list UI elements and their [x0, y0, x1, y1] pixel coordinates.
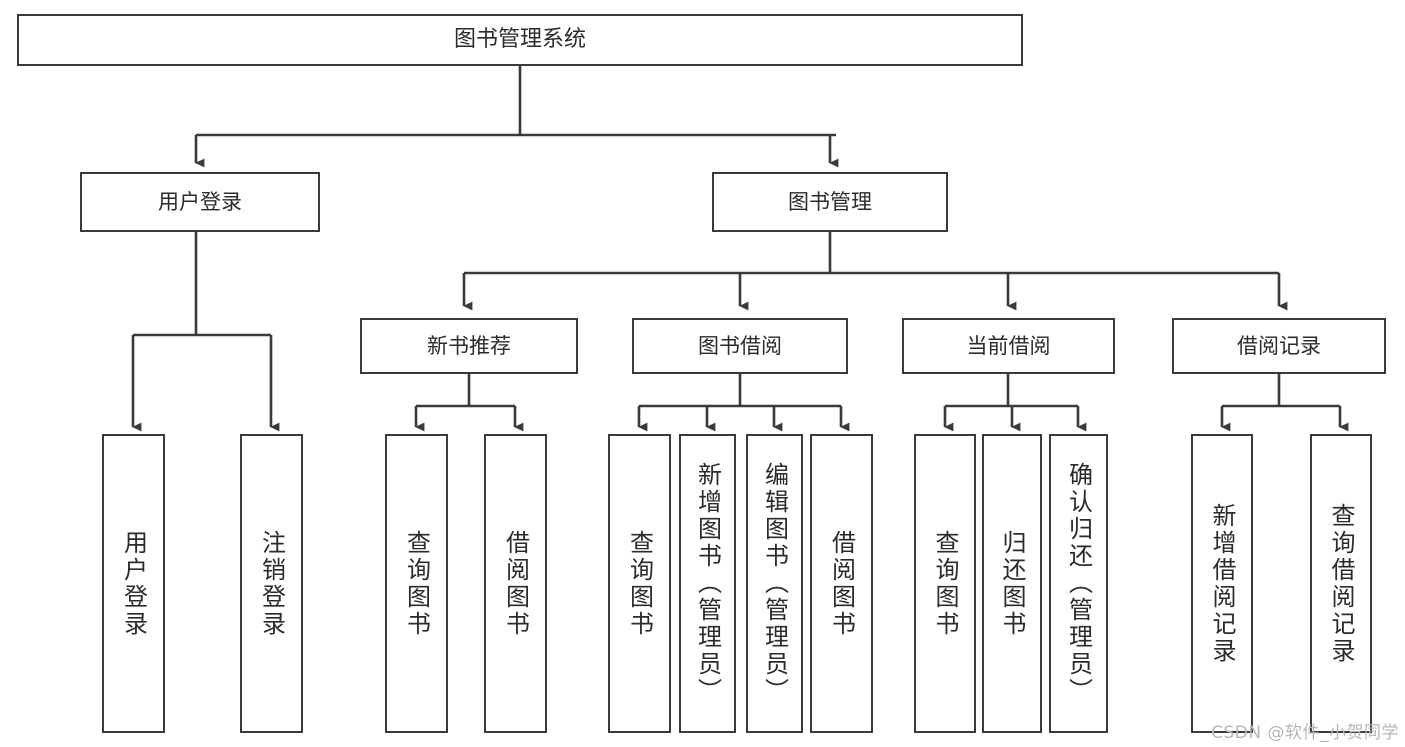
node-borrow-record[interactable]: 借阅记录	[1172, 318, 1386, 374]
node-book-borrow-label: 图书借阅	[698, 333, 782, 358]
leaf-book-borrow-edit-admin-label: 编辑图书（管理员）	[760, 462, 789, 705]
leaf-book-borrow-borrow[interactable]: 借阅图书	[810, 434, 873, 733]
leaf-current-borrow-confirm-admin-label: 确认归还（管理员）	[1064, 462, 1093, 705]
leaf-book-borrow-query[interactable]: 查询图书	[608, 434, 671, 733]
leaf-new-book-query-label: 查询图书	[402, 529, 431, 638]
leaf-borrow-record-query-label: 查询借阅记录	[1327, 502, 1355, 665]
leaf-current-borrow-query-label: 查询图书	[931, 529, 959, 638]
leaf-current-borrow-confirm-admin[interactable]: 确认归还（管理员）	[1049, 434, 1108, 733]
node-book-management[interactable]: 图书管理	[712, 172, 948, 232]
node-user-login-label: 用户登录	[158, 189, 242, 214]
leaf-user-login-logout-label: 注销登录	[257, 529, 286, 638]
leaf-user-login-logout[interactable]: 注销登录	[240, 434, 303, 733]
leaf-borrow-record-add[interactable]: 新增借阅记录	[1191, 434, 1253, 733]
node-current-borrow[interactable]: 当前借阅	[902, 318, 1115, 374]
leaf-new-book-borrow[interactable]: 借阅图书	[484, 434, 547, 733]
node-current-borrow-label: 当前借阅	[966, 333, 1051, 358]
leaf-borrow-record-add-label: 新增借阅记录	[1208, 502, 1236, 665]
leaf-user-login-login[interactable]: 用户登录	[102, 434, 165, 733]
node-book-management-label: 图书管理	[788, 189, 872, 214]
node-book-borrow[interactable]: 图书借阅	[632, 318, 848, 374]
leaf-borrow-record-query[interactable]: 查询借阅记录	[1310, 434, 1372, 733]
leaf-book-borrow-borrow-label: 借阅图书	[827, 529, 856, 638]
leaf-book-borrow-edit-admin[interactable]: 编辑图书（管理员）	[746, 434, 803, 733]
leaf-new-book-query[interactable]: 查询图书	[385, 434, 448, 733]
node-new-book-recommend-label: 新书推荐	[427, 333, 511, 358]
node-borrow-record-label: 借阅记录	[1237, 333, 1321, 358]
leaf-current-borrow-query[interactable]: 查询图书	[914, 434, 976, 733]
leaf-current-borrow-return[interactable]: 归还图书	[982, 434, 1042, 733]
leaf-book-borrow-add-admin-label: 新增图书（管理员）	[693, 462, 722, 705]
leaf-book-borrow-query-label: 查询图书	[625, 529, 654, 638]
leaf-current-borrow-return-label: 归还图书	[998, 529, 1026, 638]
node-user-login[interactable]: 用户登录	[80, 172, 320, 232]
leaf-book-borrow-add-admin[interactable]: 新增图书（管理员）	[679, 434, 736, 733]
node-root-book-management-system[interactable]: 图书管理系统	[17, 14, 1023, 66]
leaf-user-login-login-label: 用户登录	[119, 529, 148, 638]
leaf-new-book-borrow-label: 借阅图书	[501, 529, 530, 638]
node-root-label: 图书管理系统	[453, 27, 586, 53]
node-new-book-recommend[interactable]: 新书推荐	[360, 318, 578, 374]
